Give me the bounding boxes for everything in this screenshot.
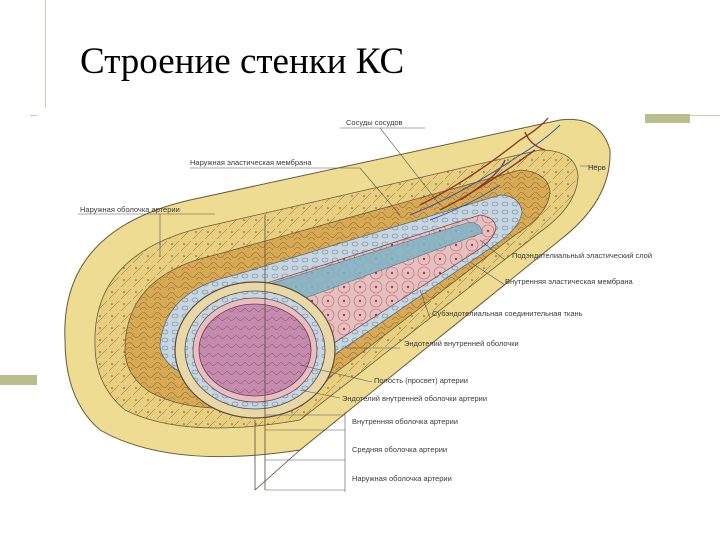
cut-face-bottom [254,449,301,491]
label-subendothelial-elastic: Подэндотелиальный эластический слой [512,251,652,260]
label-lumen: Полость (просвет) артерии [374,376,468,385]
leader-lines [78,127,598,492]
label-nerve: Нерв [588,163,606,172]
label-internal-elastic-membrane: Внутренняя эластическая мембрана [505,277,634,286]
lumen-core [198,303,312,397]
label-external-elastic-membrane: Наружная эластическая мембрана [190,158,312,167]
label-adventitia-top: Наружная оболочка артерии [80,205,180,214]
label-vasa-vasorum: Сосуды сосудов [346,118,402,127]
cut-face-outline [254,215,266,490]
slide-title: Строение стенки КС [80,41,405,82]
label-tunica-externa: Наружная оболочка артерии [352,474,452,483]
decor-horizontal-bar [640,114,690,123]
decor-vertical-bar [0,375,44,385]
label-inner-endothelium: Эндотелий внутренней оболочки [404,339,519,348]
label-endothelium-intima: Эндотелий внутренней оболочки артерии [342,394,487,403]
label-subendothelial-connective: Субэндотелиальная соединительная ткань [432,309,583,318]
vasa-vasorum-icon [419,117,549,211]
nerve-icon [409,124,561,221]
label-tunica-intima: Внутренняя оболочка артерии [352,417,458,426]
endothelium-band [249,221,483,301]
label-tunica-media: Средняя оболочка артерии [352,445,447,454]
